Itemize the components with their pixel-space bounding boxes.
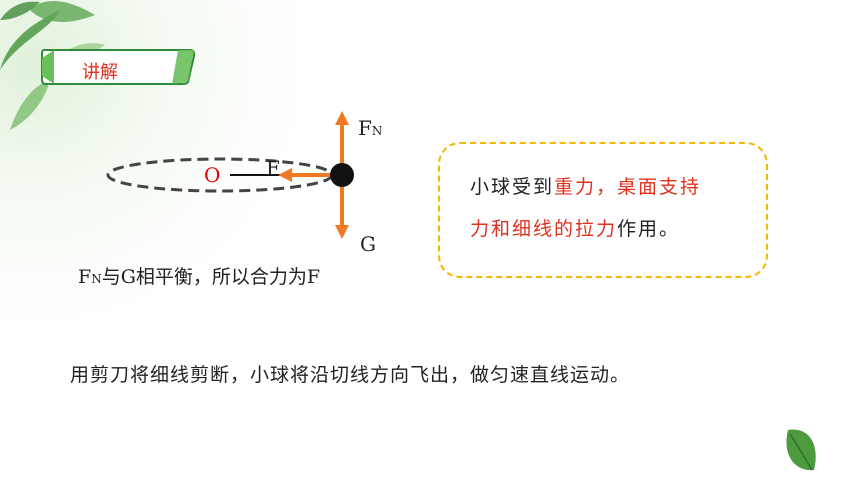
normal-force-label: FN bbox=[358, 116, 383, 140]
force-diagram bbox=[106, 111, 354, 239]
gravity-label: G bbox=[360, 232, 376, 256]
center-label: O bbox=[204, 163, 221, 187]
leaf-icon bbox=[786, 429, 816, 471]
callout-box bbox=[438, 142, 768, 278]
gravity-arrowhead bbox=[335, 225, 349, 239]
tag-background bbox=[41, 49, 196, 85]
leaves-decoration bbox=[0, 0, 105, 130]
ball bbox=[330, 163, 354, 187]
tension-arrowhead bbox=[278, 168, 292, 182]
callout-text: 小球受到重力，桌面支持力和细线的拉力作用。 bbox=[470, 176, 702, 240]
equilibrium-statement: FN与G相平衡，所以合力为F bbox=[78, 266, 321, 288]
normal-force-arrowhead bbox=[335, 111, 349, 125]
tag-label: 讲解 bbox=[82, 62, 118, 83]
conclusion-text: 用剪刀将细线剪断，小球将沿切线方向飞出，做匀速直线运动。 bbox=[70, 364, 631, 386]
tension-label: F bbox=[266, 156, 280, 180]
